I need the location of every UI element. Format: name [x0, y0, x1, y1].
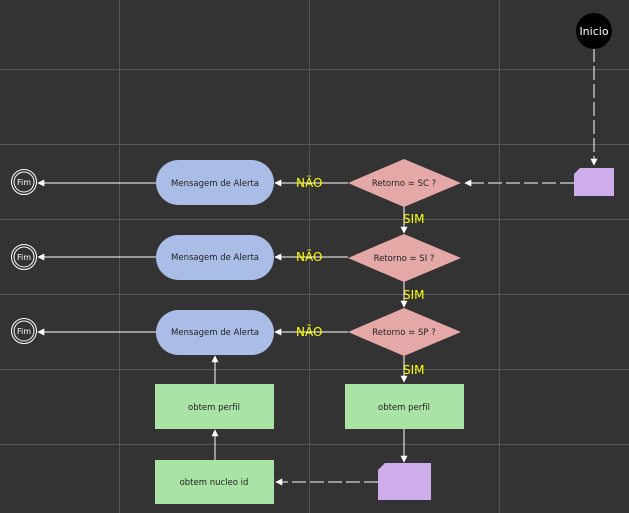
decision-sc-label: Retorno = SC ?	[372, 179, 436, 189]
perfil-right-label: obtem perfil	[378, 403, 430, 413]
decision-sp[interactable]: Retorno = SP ?	[348, 308, 461, 356]
edge-label-nao-2: NÃO	[296, 249, 322, 264]
perfil-left-label: obtem perfil	[188, 403, 240, 413]
edge-label-nao-3: NÃO	[296, 324, 322, 339]
edge-label-sim-1: SIM	[403, 212, 425, 226]
start-label: Inicio	[579, 25, 608, 38]
end-2-label: Fim	[17, 253, 31, 262]
end-node-3[interactable]: Fim	[11, 318, 37, 344]
alert-1-label: Mensagem de Alerta	[171, 179, 259, 189]
end-3-label: Fim	[17, 327, 31, 336]
end-node-1[interactable]: Fim	[11, 169, 37, 195]
process-perfil-left[interactable]: obtem perfil	[155, 384, 274, 429]
alert-node-3[interactable]: Mensagem de Alerta	[156, 310, 274, 355]
nucleo-label: obtem nucleo id	[180, 478, 249, 488]
edges	[37, 48, 598, 486]
document-node-bottom[interactable]	[378, 463, 431, 500]
alert-node-1[interactable]: Mensagem de Alerta	[156, 160, 274, 205]
decision-si[interactable]: Retorno = SI ?	[348, 234, 461, 282]
decision-sp-label: Retorno = SP ?	[372, 328, 435, 338]
document-node-top[interactable]	[574, 168, 614, 196]
process-nucleo[interactable]: obtem nucleo id	[155, 460, 274, 504]
alert-3-label: Mensagem de Alerta	[171, 328, 259, 338]
edge-label-sim-3: SIM	[403, 363, 425, 377]
start-node[interactable]: Inicio	[576, 13, 612, 49]
alert-2-label: Mensagem de Alerta	[171, 253, 259, 263]
decision-si-label: Retorno = SI ?	[374, 254, 435, 264]
edge-label-sim-2: SIM	[403, 288, 425, 302]
edge-label-nao-1: NÃO	[296, 175, 322, 190]
alert-node-2[interactable]: Mensagem de Alerta	[156, 235, 274, 280]
decision-sc[interactable]: Retorno = SC ?	[348, 159, 461, 207]
process-perfil-right[interactable]: obtem perfil	[345, 384, 464, 429]
end-node-2[interactable]: Fim	[11, 244, 37, 270]
end-1-label: Fim	[17, 178, 31, 187]
edge-labels: NÃO NÃO NÃO SIM SIM SIM	[296, 175, 425, 377]
